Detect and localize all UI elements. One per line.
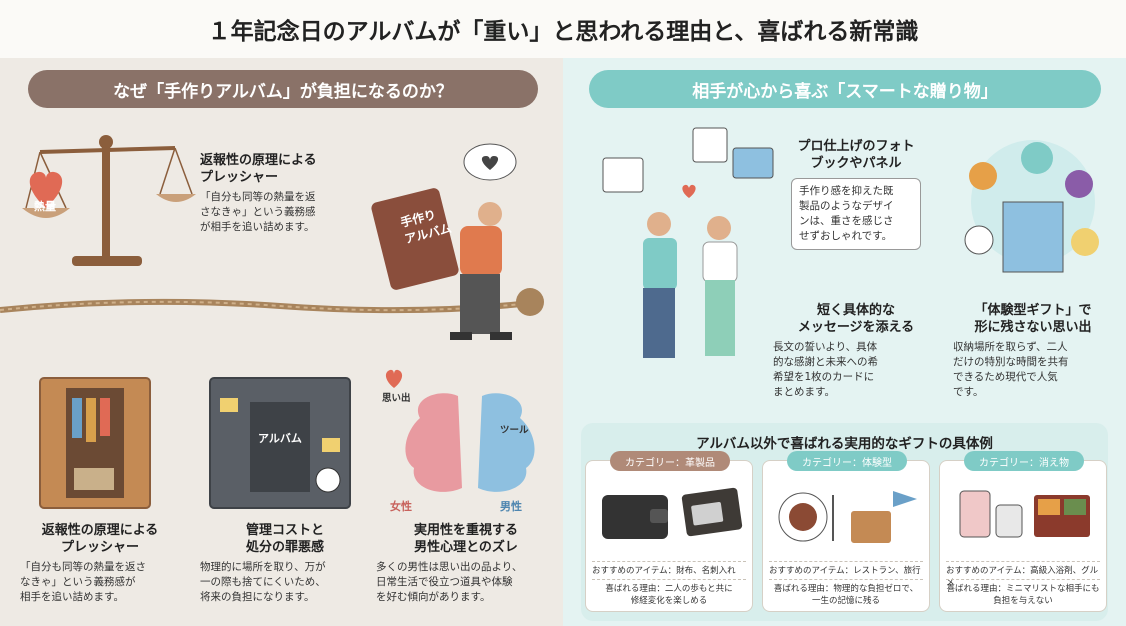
reason-text: 喜ばれる理由：二人の歩もと共に 修経変化を楽しめる (592, 579, 746, 607)
man-carrying-book-icon (371, 143, 517, 340)
gift-card-experience: カテゴリー：体験型 おすすめのアイテム：レストラン、旅行 喜ばれる理由：物理的な… (762, 451, 930, 612)
top-pressure-title: 返報性の原理による プレッシャー (200, 153, 317, 185)
locker-icon (209, 377, 351, 509)
col2-block: 管理コストと 処分の罪悪感 物理的に場所を取り、万が 一の際も捨てにくいため、 … (200, 522, 370, 605)
tool-label: ツール (500, 425, 529, 436)
photo-book-block: プロ仕上げのフォト ブックやパネル 手作り感を抑えた既 製品のようなデザイ ンは… (781, 138, 931, 250)
col3-title: 実用性を重視する 男性心理とのズレ (413, 523, 518, 555)
col2-body: 物理的に場所を取り、万が 一の際も捨てにくいため、 将来の負担になります。 (200, 561, 326, 603)
right-section: 相手が心から喜ぶ「スマートな贈り物」 プロ仕上げのフォト ブックやパネル 手作り… (563, 58, 1126, 626)
col1-body: 「自分も同等の熱量を返さ なきゃ」という義務感が 相手を追い詰めます。 (20, 561, 146, 603)
photo-book-title: プロ仕上げのフォト ブックやパネル (797, 139, 915, 171)
bath-gourmet-icon (959, 490, 1090, 538)
category-badge: カテゴリー：体験型 (787, 451, 907, 471)
col3-body: 多くの男性は思い出の品より、 日常生活で役立つ道具や体験 を好む傾向があります。 (376, 561, 523, 603)
col2-title: 管理コストと 処分の罪悪感 (245, 523, 324, 555)
scale-label: 熱量 (34, 200, 56, 213)
scale-icon (22, 135, 196, 266)
gift-card-consumable: カテゴリー：消え物 おすすめのアイテム：高級入浴剤、グルメ 喜ばれる理由：ミニマ… (939, 451, 1107, 612)
top-pressure-body: 「自分も同等の熱量を返 さなきゃ」という義務感 が相手を追い詰めます。 (200, 191, 316, 233)
col3-block: 実用性を重視する 男性心理とのズレ 多くの男性は思い出の品より、 日常生活で役立… (376, 522, 556, 605)
memory-label: 思い出 (382, 393, 411, 404)
brain-icon (385, 369, 535, 492)
reason-text: 喜ばれる理由：物理的な負担ゼロで、 一生の記憶に残る (769, 579, 923, 607)
female-label: 女性 (390, 500, 412, 513)
col1-block: 返報性の原理による プレッシャー 「自分も同等の熱量を返さ なきゃ」という義務感… (20, 522, 180, 605)
male-label: 男性 (500, 500, 522, 513)
top-pressure-block: 返報性の原理による プレッシャー 「自分も同等の熱量を返 さなきゃ」という義務感… (200, 152, 380, 235)
dinner-travel-icon (778, 491, 917, 543)
message-block: 短く具体的な メッセージを添える 長文の誓いより、具体 的な感謝と未来への希 希… (773, 302, 939, 400)
category-badge: カテゴリー：革製品 (610, 451, 730, 471)
message-body: 長文の誓いより、具体 的な感謝と未来への希 希望を1枚のカードに まとめます。 (773, 341, 878, 398)
photo-book-body: 手作り感を抑えた既 製品のようなデザイ ンは、重さを感じさ せずおしゃれです。 (791, 178, 921, 250)
experience-title: 「体験型ギフト」で 形に残さない思い出 (974, 303, 1092, 335)
wallet-icon (602, 487, 743, 539)
left-section: なぜ「手作りアルバム」が負担になるのか？ 熱量 返報性の原理による プレッシャー… (0, 58, 563, 626)
col1-title: 返報性の原理による プレッシャー (41, 523, 159, 555)
recommend-text: おすすめのアイテム：財布、名刺入れ (592, 561, 746, 577)
album-label: アルバム (258, 432, 302, 445)
couple-icon (602, 127, 774, 358)
recommend-text: おすすめのアイテム：レストラン、旅行 (769, 561, 923, 577)
gift-card-leather: カテゴリー：革製品 おすすめのアイテム：財布、名刺入れ 喜ばれる理由：二人の歩も… (585, 451, 753, 612)
experience-gift-icon (964, 140, 1099, 273)
experience-body: 収納場所を取らず、二人 だけの特別な時間を共有 できるため現代で人気 です。 (953, 341, 1069, 398)
page-title: １年記念日のアルバムが「重い」と思われる理由と、喜ばれる新常識 (0, 0, 1126, 58)
category-badge: カテゴリー：消え物 (964, 451, 1084, 471)
experience-block: 「体験型ギフト」で 形に残さない思い出 収納場所を取らず、二人 だけの特別な時間… (953, 302, 1113, 400)
reason-text: 喜ばれる理由：ミニマリストな相手にも 負担を与えない (946, 579, 1100, 607)
examples-title: アルバム以外で喜ばれる実用的なギフトの具体例 (696, 436, 993, 452)
message-title: 短く具体的な メッセージを添える (797, 303, 915, 335)
wardrobe-icon (39, 377, 151, 509)
right-heading: 相手が心から喜ぶ「スマートな贈り物」 (589, 70, 1101, 108)
recommend-text: おすすめのアイテム：高級入浴剤、グルメ (946, 561, 1100, 589)
left-heading: なぜ「手作りアルバム」が負担になるのか？ (28, 70, 538, 108)
